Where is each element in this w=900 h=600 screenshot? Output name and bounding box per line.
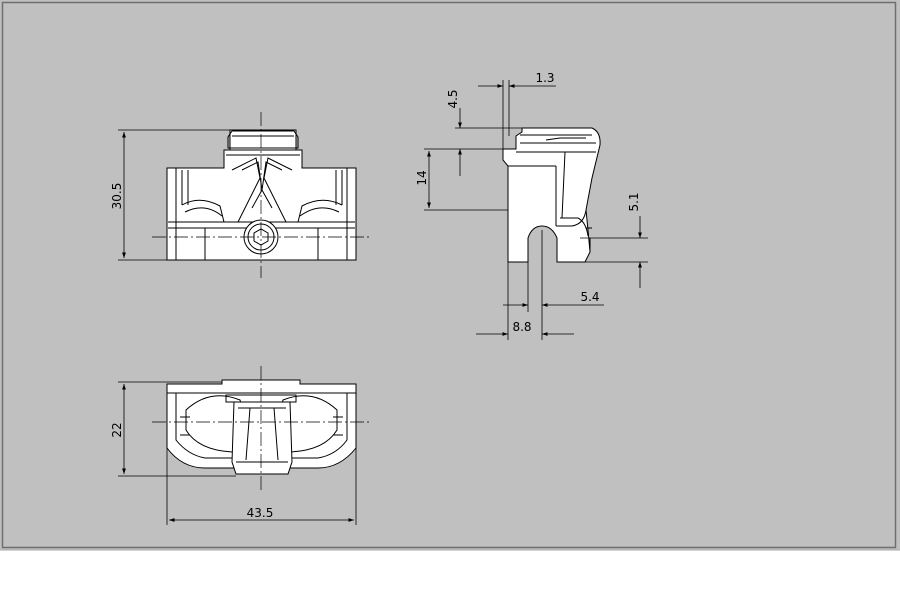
dim-label-5-4: 5.4	[580, 290, 599, 304]
drawing-area	[0, 0, 900, 550]
dimension-lines	[118, 80, 648, 525]
front-view	[152, 112, 370, 278]
dim-label-8-8: 8.8	[512, 320, 531, 334]
dim-label-1-3: 1.3	[535, 71, 554, 85]
side-view	[502, 127, 601, 263]
dim-label-4-5: 4.5	[446, 89, 460, 108]
drawing-frame	[1, 1, 897, 549]
top-view	[152, 366, 370, 490]
dim-label-43-5: 43.5	[247, 506, 274, 520]
dim-label-14: 14	[415, 170, 429, 185]
dim-label-30-5: 30.5	[110, 183, 124, 210]
dim-label-5-1: 5.1	[627, 192, 641, 211]
dim-label-22: 22	[110, 422, 124, 437]
